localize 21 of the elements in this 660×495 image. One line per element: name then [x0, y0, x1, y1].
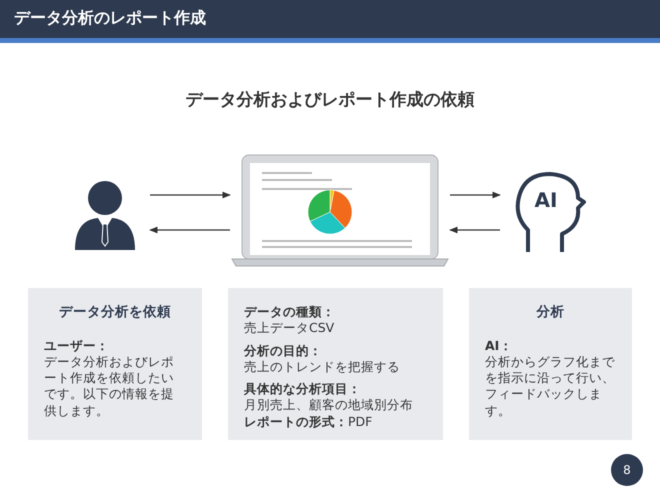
arrow [150, 192, 231, 198]
arrow [449, 226, 500, 234]
item-text: レポートの形式：PDF [244, 414, 374, 430]
item-text: 分析からグラフ化までを指示に沿って行い、フィードバックします。 [485, 354, 616, 419]
page-title: データ分析のレポート作成 [14, 8, 206, 29]
item-text: 売上データCSV [244, 320, 336, 336]
page-number: 8 [611, 454, 643, 486]
item-heading: 具体的な分析項目： [244, 381, 362, 398]
item-heading: データの種類： [244, 304, 336, 320]
item-heading: AI： [485, 338, 514, 354]
item-text: データ分析およびレポート作成を依頼したいです。以下の情報を提供します。 [44, 354, 175, 419]
panel-heading: データ分析を依頼 [58, 304, 172, 322]
arrow [450, 192, 501, 198]
panel-heading: 分析 [535, 304, 566, 322]
item-heading: ユーザー： [44, 338, 110, 354]
item-heading: 分析の目的： [244, 342, 323, 359]
item-text: 売上のトレンドを把握する [244, 358, 401, 375]
arrow [149, 226, 230, 234]
ai-text: AI [534, 188, 558, 212]
item-text: 月別売上、顧客の地域別分布 [244, 397, 414, 414]
subtitle: データ分析およびレポート作成の依頼 [184, 89, 476, 111]
